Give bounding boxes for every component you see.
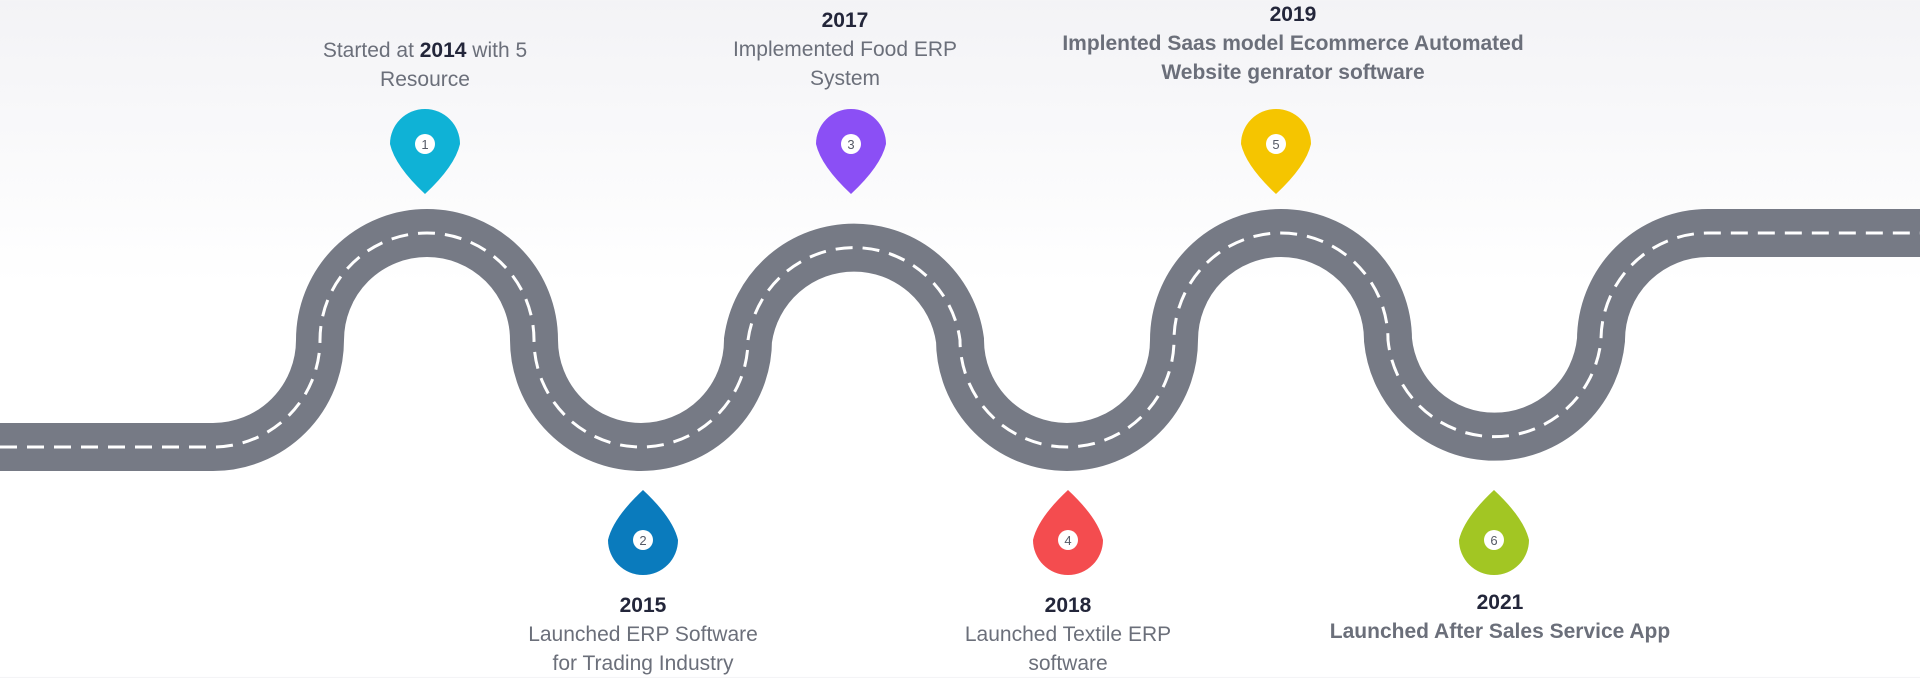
milestone-4-label: 2018 Launched Textile ERP software [965, 591, 1171, 678]
milestone-6-label: 2021 Launched After Sales Service App [1330, 588, 1670, 646]
milestone-3-year: 2017 [821, 9, 869, 32]
pin-badge [633, 530, 653, 550]
milestone-pin-4: 4 [1033, 490, 1103, 575]
pin-badge [415, 134, 435, 154]
milestone-5-label: 2019 Implented Saas model Ecommerce Auto… [1062, 0, 1523, 87]
pin-badge [1058, 530, 1078, 550]
pin-number: 2 [639, 533, 646, 548]
milestone-3-label: 2017 Implemented Food ERP System [733, 6, 957, 93]
milestone-1-desc: Started at 2014 with 5 [323, 36, 527, 65]
desc-text: Started at [322, 39, 420, 62]
pin-number: 5 [1272, 137, 1279, 152]
pin-number: 6 [1490, 533, 1497, 548]
milestone-4-desc-line2: software [1028, 652, 1108, 675]
pin-number: 3 [847, 137, 854, 152]
milestone-4-year: 2018 [1044, 594, 1092, 617]
pin-badge [1484, 530, 1504, 550]
milestone-2-year: 2015 [619, 594, 667, 617]
milestone-2-desc-line2: for Trading Industry [552, 652, 734, 675]
milestone-2-label: 2015 Launched ERP Software for Trading I… [528, 591, 758, 678]
milestone-pin-5: 5 [1241, 109, 1311, 194]
milestone-pin-6: 6 [1459, 490, 1529, 575]
milestone-6-year: 2021 [1476, 591, 1524, 614]
milestone-pin-2: 2 [608, 490, 678, 575]
milestone-5-year: 2019 [1269, 3, 1317, 26]
milestone-3-desc-line1: Implemented Food ERP [732, 38, 958, 61]
road-centerline [0, 231, 1920, 449]
pin-number: 1 [421, 137, 428, 152]
milestone-1-label: Started at 2014 with 5 Resource [323, 36, 527, 94]
milestone-pin-1: 1 [390, 109, 460, 194]
milestone-5-desc-line2: Website genrator software [1161, 61, 1425, 84]
desc-text: with 5 [466, 39, 528, 62]
start-year: 2014 [419, 39, 467, 62]
pin-badge [841, 134, 861, 154]
milestone-2-desc-line1: Launched ERP Software [528, 623, 758, 646]
pin-number: 4 [1064, 533, 1071, 548]
milestone-4-desc-line1: Launched Textile ERP [964, 623, 1172, 646]
milestone-pin-3: 3 [816, 109, 886, 194]
milestone-5-desc-line1: Implented Saas model Ecommerce Automated [1062, 32, 1524, 55]
milestone-3-desc-line2: System [809, 67, 881, 90]
milestone-6-desc-line1: Launched After Sales Service App [1329, 620, 1671, 643]
milestone-1-desc-line2: Resource [380, 68, 470, 91]
pin-badge [1266, 134, 1286, 154]
